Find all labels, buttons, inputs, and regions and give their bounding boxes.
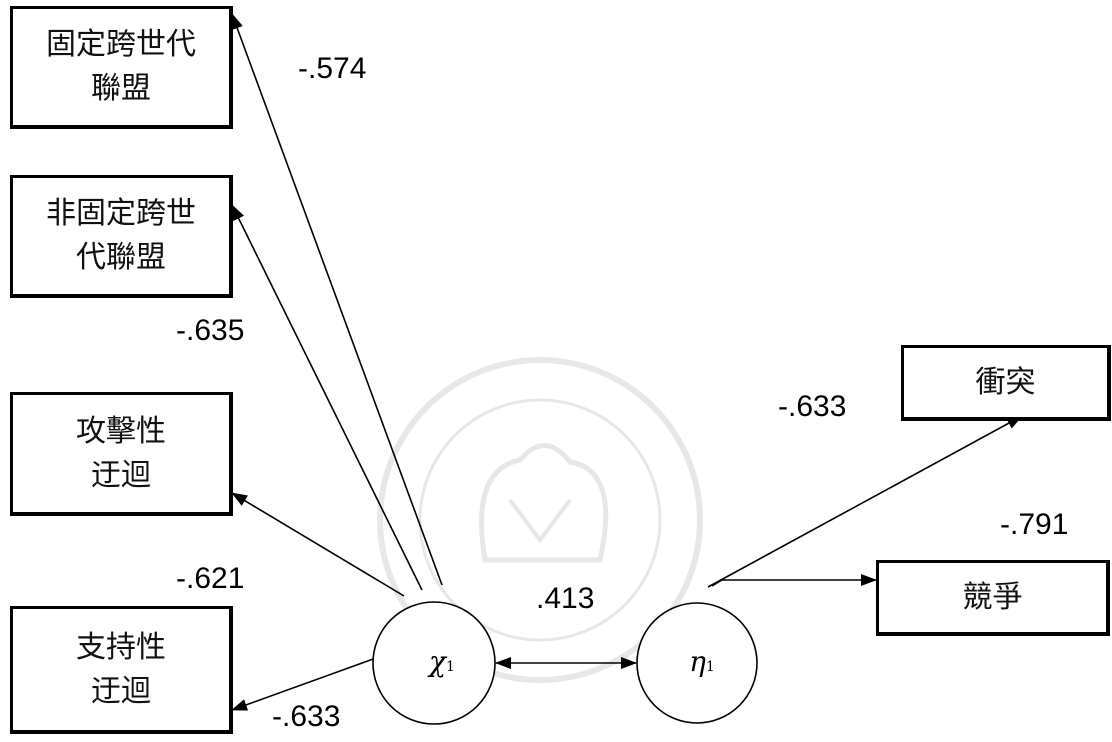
chi-subscript: 1 — [446, 659, 455, 675]
coef-supportive: -.633 — [272, 700, 341, 733]
indicator-supportive-circumvention: 支持性 迂迴 — [10, 606, 233, 734]
coef-fixed-alliance: -.574 — [298, 52, 367, 85]
latent-eta1-label: η1 — [672, 645, 732, 678]
path-eta-to-conflict — [707, 415, 1023, 588]
eta-symbol: η — [689, 645, 706, 678]
coef-aggressive: -.621 — [176, 562, 245, 595]
path-eta-to-competition — [711, 574, 877, 587]
eta-subscript: 1 — [705, 659, 715, 675]
path-chi-to-fixed-alliance — [231, 13, 443, 586]
latent-chi1-label: χ1 — [412, 645, 472, 678]
coef-conflict: -.633 — [778, 390, 847, 423]
path-chi-to-supportive — [231, 657, 377, 711]
indicator-nonfixed-alliance-label: 非固定跨世 代聯盟 — [46, 196, 196, 275]
indicator-supportive-label: 支持性 迂迴 — [76, 629, 166, 709]
indicator-nonfixed-alliance: 非固定跨世 代聯盟 — [10, 175, 233, 298]
coef-nonfixed-alliance: -.635 — [176, 314, 245, 347]
chi-symbol: χ — [429, 645, 447, 678]
path-chi-to-nonfixed-alliance — [231, 204, 423, 591]
coef-correlation: .413 — [536, 582, 595, 615]
indicator-competition-label: 競爭 — [962, 579, 1023, 615]
indicator-fixed-alliance-label: 固定跨世代 聯盟 — [46, 27, 196, 106]
watermark-seal — [377, 357, 703, 683]
indicator-fixed-alliance: 固定跨世代 聯盟 — [10, 6, 233, 129]
indicator-aggressive-circumvention: 攻擊性 迂迴 — [10, 392, 233, 516]
latent-eta1-circle — [636, 602, 758, 724]
indicator-aggressive-label: 攻擊性 迂迴 — [76, 413, 166, 493]
latent-chi1-circle — [372, 601, 496, 725]
indicator-conflict-label: 衝突 — [975, 364, 1036, 400]
indicator-competition: 競爭 — [876, 560, 1110, 636]
path-chi-to-aggressive — [231, 492, 405, 597]
coef-competition: -.791 — [1000, 508, 1069, 541]
indicator-conflict: 衝突 — [901, 345, 1111, 421]
